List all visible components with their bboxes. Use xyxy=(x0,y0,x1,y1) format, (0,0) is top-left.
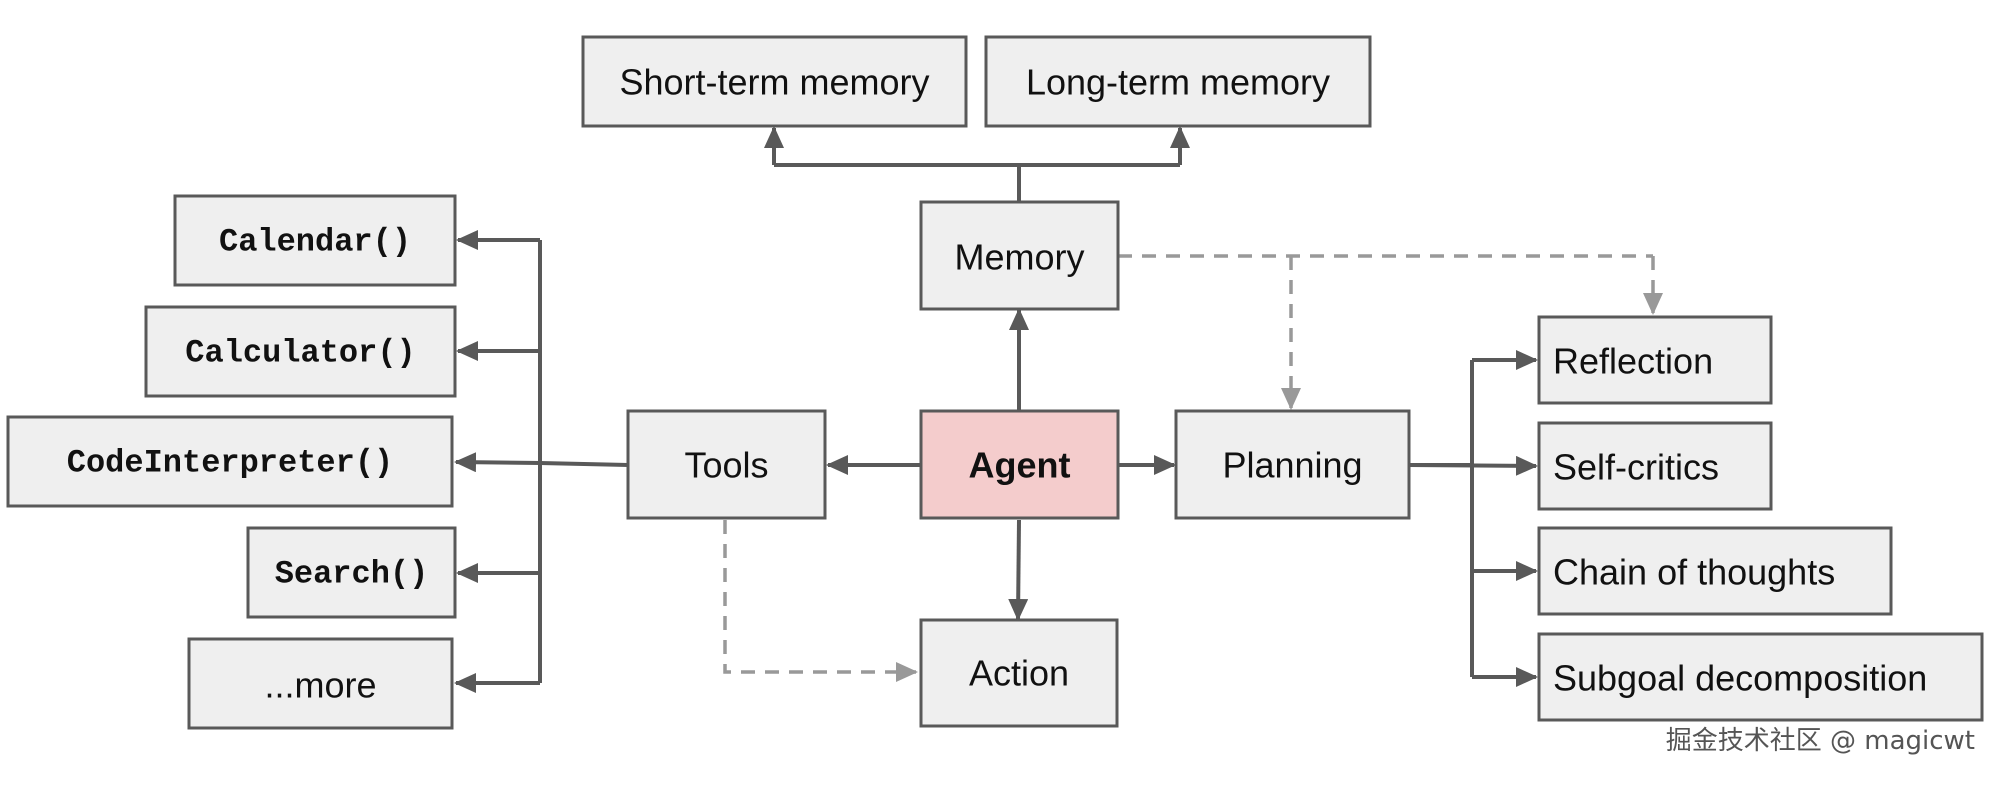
node-subgoal-decomposition: Subgoal decomposition xyxy=(1537,632,1984,722)
edge-agent-to-action xyxy=(1008,519,1029,621)
svg-text:Agent: Agent xyxy=(969,445,1071,486)
node-calculator: Calculator() xyxy=(144,305,457,398)
node-more: ...more xyxy=(187,637,454,730)
edge-tools-trunk xyxy=(539,461,629,467)
node-search: Search() xyxy=(246,526,457,619)
edge-to-self-critics xyxy=(1408,455,1538,476)
edges xyxy=(454,126,1663,693)
svg-text:CodeInterpreter(): CodeInterpreter() xyxy=(67,445,393,482)
node-code-interpreter: CodeInterpreter() xyxy=(6,415,454,508)
node-reflection: Reflection xyxy=(1537,315,1773,405)
svg-text:Calculator(): Calculator() xyxy=(185,335,415,372)
svg-text:Reflection: Reflection xyxy=(1553,341,1713,382)
node-calendar: Calendar() xyxy=(173,194,457,287)
svg-text:...more: ...more xyxy=(264,665,376,706)
svg-text:Action: Action xyxy=(969,653,1069,694)
node-chain-of-thoughts: Chain of thoughts xyxy=(1537,526,1893,616)
svg-text:Tools: Tools xyxy=(684,445,768,486)
svg-text:Chain of thoughts: Chain of thoughts xyxy=(1553,552,1835,593)
svg-text:Calendar(): Calendar() xyxy=(219,224,411,261)
node-memory: Memory xyxy=(919,200,1120,311)
node-self-critics: Self-critics xyxy=(1537,421,1773,511)
watermark: 掘金技术社区 @ magicwt xyxy=(1665,726,1975,756)
node-planning: Planning xyxy=(1174,409,1411,520)
node-tools: Tools xyxy=(626,409,827,520)
svg-text:Self-critics: Self-critics xyxy=(1553,447,1719,488)
node-long-term-memory: Long-term memory xyxy=(984,35,1372,128)
svg-text:Memory: Memory xyxy=(954,237,1084,278)
svg-text:Short-term memory: Short-term memory xyxy=(619,62,929,103)
svg-text:Subgoal decomposition: Subgoal decomposition xyxy=(1553,658,1927,699)
edge-to-code-interpreter xyxy=(454,452,541,473)
svg-text:Planning: Planning xyxy=(1222,445,1362,486)
svg-text:Search(): Search() xyxy=(275,556,429,593)
node-agent: Agent xyxy=(919,409,1120,520)
node-action: Action xyxy=(919,618,1119,728)
node-short-term-memory: Short-term memory xyxy=(581,35,968,128)
edge-tools-to-action-dashed xyxy=(723,520,918,682)
svg-text:Long-term memory: Long-term memory xyxy=(1026,62,1330,103)
